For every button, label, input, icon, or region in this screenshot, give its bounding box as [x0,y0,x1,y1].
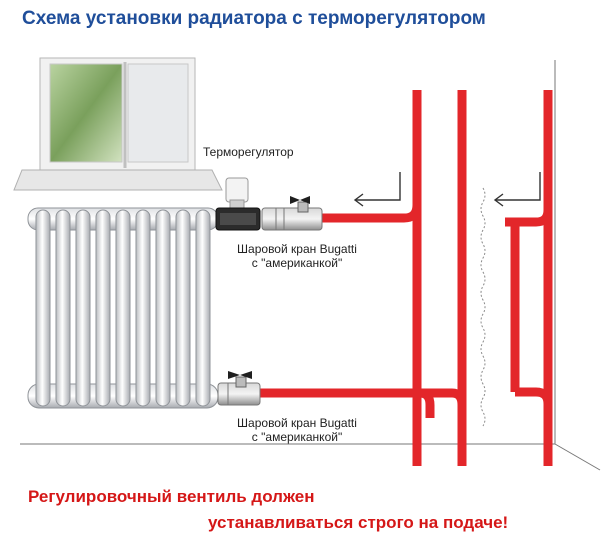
ball-valve-top-label-line2: с "американкой" [251,256,343,270]
ball-valve-top-label-line1: Шаровой кран Bugatti [237,242,357,256]
ball-valve-bottom-label: Шаровой кран Bugatti с "американкой" [232,416,362,444]
footer-note-line1: Регулировочный вентиль должен [28,487,315,506]
flow-arrow-right [493,172,541,207]
diagram-title: Схема установки радиатора с терморегулят… [22,8,486,29]
ball-valve-bottom [217,371,261,406]
window [13,57,223,191]
footer-note-line2: устанавливаться строго на подаче! [208,513,509,532]
ball-valve-bottom-label-line2: с "американкой" [251,430,343,444]
thermoregulator [215,177,261,231]
flow-arrow-supply [353,172,401,207]
ball-valve-bottom-label-line1: Шаровой кран Bugatti [237,416,357,430]
thermoregulator-label: Терморегулятор [203,145,294,159]
wall-break-line [480,187,486,427]
radiator [27,207,219,409]
ball-valve-top [261,196,323,231]
heating-pipes [258,90,553,466]
ball-valve-top-label: Шаровой кран Bugatti с "американкой" [232,242,362,270]
radiator-sections [35,209,211,407]
